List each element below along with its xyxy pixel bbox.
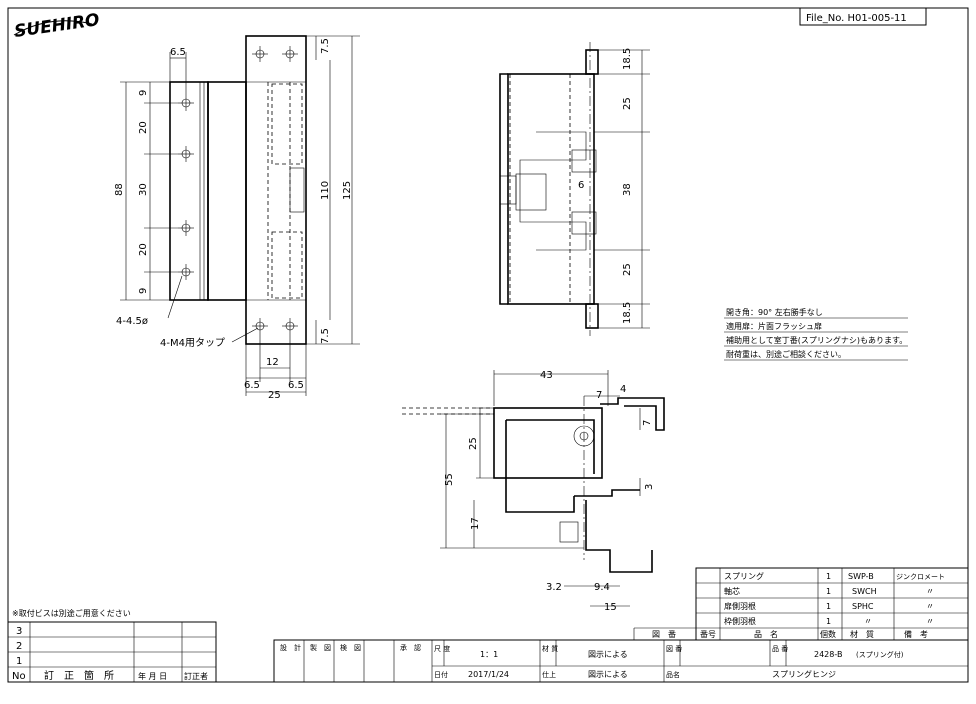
svg-text:3: 3 — [16, 626, 22, 637]
svg-text:〃: 〃 — [926, 602, 934, 611]
svg-text:38: 38 — [622, 183, 633, 196]
svg-text:材 質: 材 質 — [542, 644, 558, 653]
svg-text:17: 17 — [470, 517, 481, 530]
svg-text:訂 正 箇 所: 訂 正 箇 所 — [44, 669, 114, 682]
svg-text:30: 30 — [138, 183, 149, 196]
svg-text:SWP-B: SWP-B — [848, 572, 874, 581]
svg-text:110: 110 — [320, 181, 331, 200]
svg-text:88: 88 — [114, 183, 125, 196]
svg-text:3.2: 3.2 — [546, 582, 562, 593]
revision-table: ※取付ビスは別途ご用意ください 3 2 1 No 訂 正 箇 所 年 月 日 訂… — [7, 608, 217, 683]
file-no-box — [799, 7, 927, 26]
svg-text:1: 1 — [826, 587, 831, 596]
file-no: File_No. H01-005-11 — [806, 13, 907, 24]
screw-note: ※取付ビスは別途ご用意ください — [12, 608, 131, 618]
svg-text:7: 7 — [642, 420, 653, 426]
svg-text:材 質: 材 質 — [850, 629, 874, 639]
svg-text:25: 25 — [468, 437, 479, 450]
svg-text:図 番: 図 番 — [666, 645, 682, 653]
svg-text:43: 43 — [540, 370, 553, 381]
svg-text:9.4: 9.4 — [594, 582, 610, 593]
svg-text:7.5: 7.5 — [320, 328, 331, 344]
suehiro-logo: SUEHIRO — [13, 10, 101, 42]
svg-text:1: 1 — [826, 602, 831, 611]
svg-text:No: No — [12, 671, 26, 682]
svg-text:軸芯: 軸芯 — [724, 586, 740, 596]
svg-text:4-4.5ø: 4-4.5ø — [116, 316, 148, 327]
svg-text:1: 1 — [826, 617, 831, 626]
svg-text:訂正者: 訂正者 — [184, 671, 208, 681]
svg-text:7: 7 — [596, 390, 602, 401]
svg-text:(スプリング付): (スプリング付) — [856, 650, 904, 659]
front-view: 6.5 88 9 20 30 20 9 7.5 110 125 7.5 4-4.… — [114, 35, 360, 401]
svg-text:品 名: 品 名 — [754, 629, 778, 639]
svg-text:55: 55 — [444, 473, 455, 486]
svg-text:〃: 〃 — [926, 617, 934, 626]
svg-text:年 月 日: 年 月 日 — [138, 671, 167, 681]
svg-text:1: 1 — [16, 656, 22, 667]
svg-text:図 番: 図 番 — [652, 629, 676, 639]
svg-text:25: 25 — [622, 97, 633, 110]
note-2: 適用扉：片面フラッシュ扉 — [726, 321, 822, 331]
svg-text:品 番: 品 番 — [772, 645, 788, 653]
svg-text:図示による: 図示による — [588, 670, 628, 679]
svg-text:2017/1/24: 2017/1/24 — [468, 670, 509, 679]
svg-text:検 図: 検 図 — [340, 643, 361, 652]
svg-text:品名: 品名 — [666, 670, 680, 679]
drawing-border — [7, 7, 969, 683]
svg-text:承 認: 承 認 — [400, 643, 421, 652]
svg-text:4: 4 — [620, 384, 626, 395]
svg-text:3: 3 — [644, 484, 655, 490]
svg-text:15: 15 — [604, 602, 617, 613]
svg-text:SPHC: SPHC — [852, 602, 874, 611]
svg-text:1: 1 — [826, 572, 831, 581]
svg-text:9: 9 — [138, 90, 149, 96]
svg-text:スプリング: スプリング — [724, 571, 764, 581]
svg-text:番号: 番号 — [700, 629, 716, 639]
svg-text:1：1: 1：1 — [480, 650, 498, 659]
title-block: 設 計 製 図 検 図 承 認 尺 度 1：1 材 質 図示による 図 番 品 … — [273, 639, 969, 683]
section-view: 43 7 4 7 25 55 3 17 3.2 9.4 15 — [402, 370, 665, 613]
svg-text:6.5: 6.5 — [244, 380, 260, 391]
svg-text:扉側羽根: 扉側羽根 — [724, 601, 756, 611]
svg-text:尺 度: 尺 度 — [434, 644, 450, 653]
notes-block: 開き角：90° 左右勝手なし 適用扉：片面フラッシュ扉 補助用として室丁番(スプ… — [724, 307, 908, 361]
svg-text:仕上: 仕上 — [542, 670, 556, 679]
svg-text:SUEHIRO: SUEHIRO — [13, 10, 101, 42]
note-4: 耐荷重は、別途ご相談ください。 — [726, 349, 846, 359]
svg-text:ジンクロメート: ジンクロメート — [896, 573, 945, 581]
parts-list: スプリング 1 SWP-B ジンクロメート 軸芯 1 SWCH 〃 扉側羽根 1… — [633, 567, 969, 641]
svg-text:スプリングヒンジ: スプリングヒンジ — [772, 669, 836, 679]
svg-text:12: 12 — [266, 357, 279, 368]
svg-text:25: 25 — [268, 390, 281, 401]
svg-text:SWCH: SWCH — [852, 587, 877, 596]
svg-text:18.5: 18.5 — [622, 302, 633, 324]
svg-text:設 計: 設 計 — [280, 643, 301, 652]
svg-text:〃: 〃 — [926, 587, 934, 596]
svg-text:7.5: 7.5 — [320, 38, 331, 54]
svg-text:125: 125 — [342, 181, 353, 200]
svg-text:日付: 日付 — [434, 670, 448, 679]
svg-text:9: 9 — [138, 288, 149, 294]
note-3: 補助用として室丁番(スプリングナシ)もあります。 — [726, 335, 907, 345]
svg-text:枠側羽根: 枠側羽根 — [724, 616, 756, 626]
side-view: 18.5 25 38 6 25 18.5 — [499, 42, 650, 336]
svg-text:2: 2 — [16, 641, 22, 652]
svg-text:25: 25 — [622, 263, 633, 276]
svg-text:個数: 個数 — [820, 629, 836, 639]
note-1: 開き角：90° 左右勝手なし — [726, 307, 823, 317]
svg-text:20: 20 — [138, 121, 149, 134]
svg-text:6.5: 6.5 — [170, 47, 186, 58]
svg-text:6: 6 — [578, 180, 584, 191]
svg-text:2428-B: 2428-B — [814, 650, 842, 659]
svg-text:20: 20 — [138, 243, 149, 256]
svg-text:〃: 〃 — [864, 617, 872, 626]
svg-text:製 図: 製 図 — [310, 643, 331, 652]
svg-text:備 考: 備 考 — [904, 629, 928, 639]
svg-text:6.5: 6.5 — [288, 380, 304, 391]
svg-text:4-M4用タップ: 4-M4用タップ — [160, 337, 225, 349]
svg-text:18.5: 18.5 — [622, 48, 633, 70]
svg-text:図示による: 図示による — [588, 650, 628, 659]
